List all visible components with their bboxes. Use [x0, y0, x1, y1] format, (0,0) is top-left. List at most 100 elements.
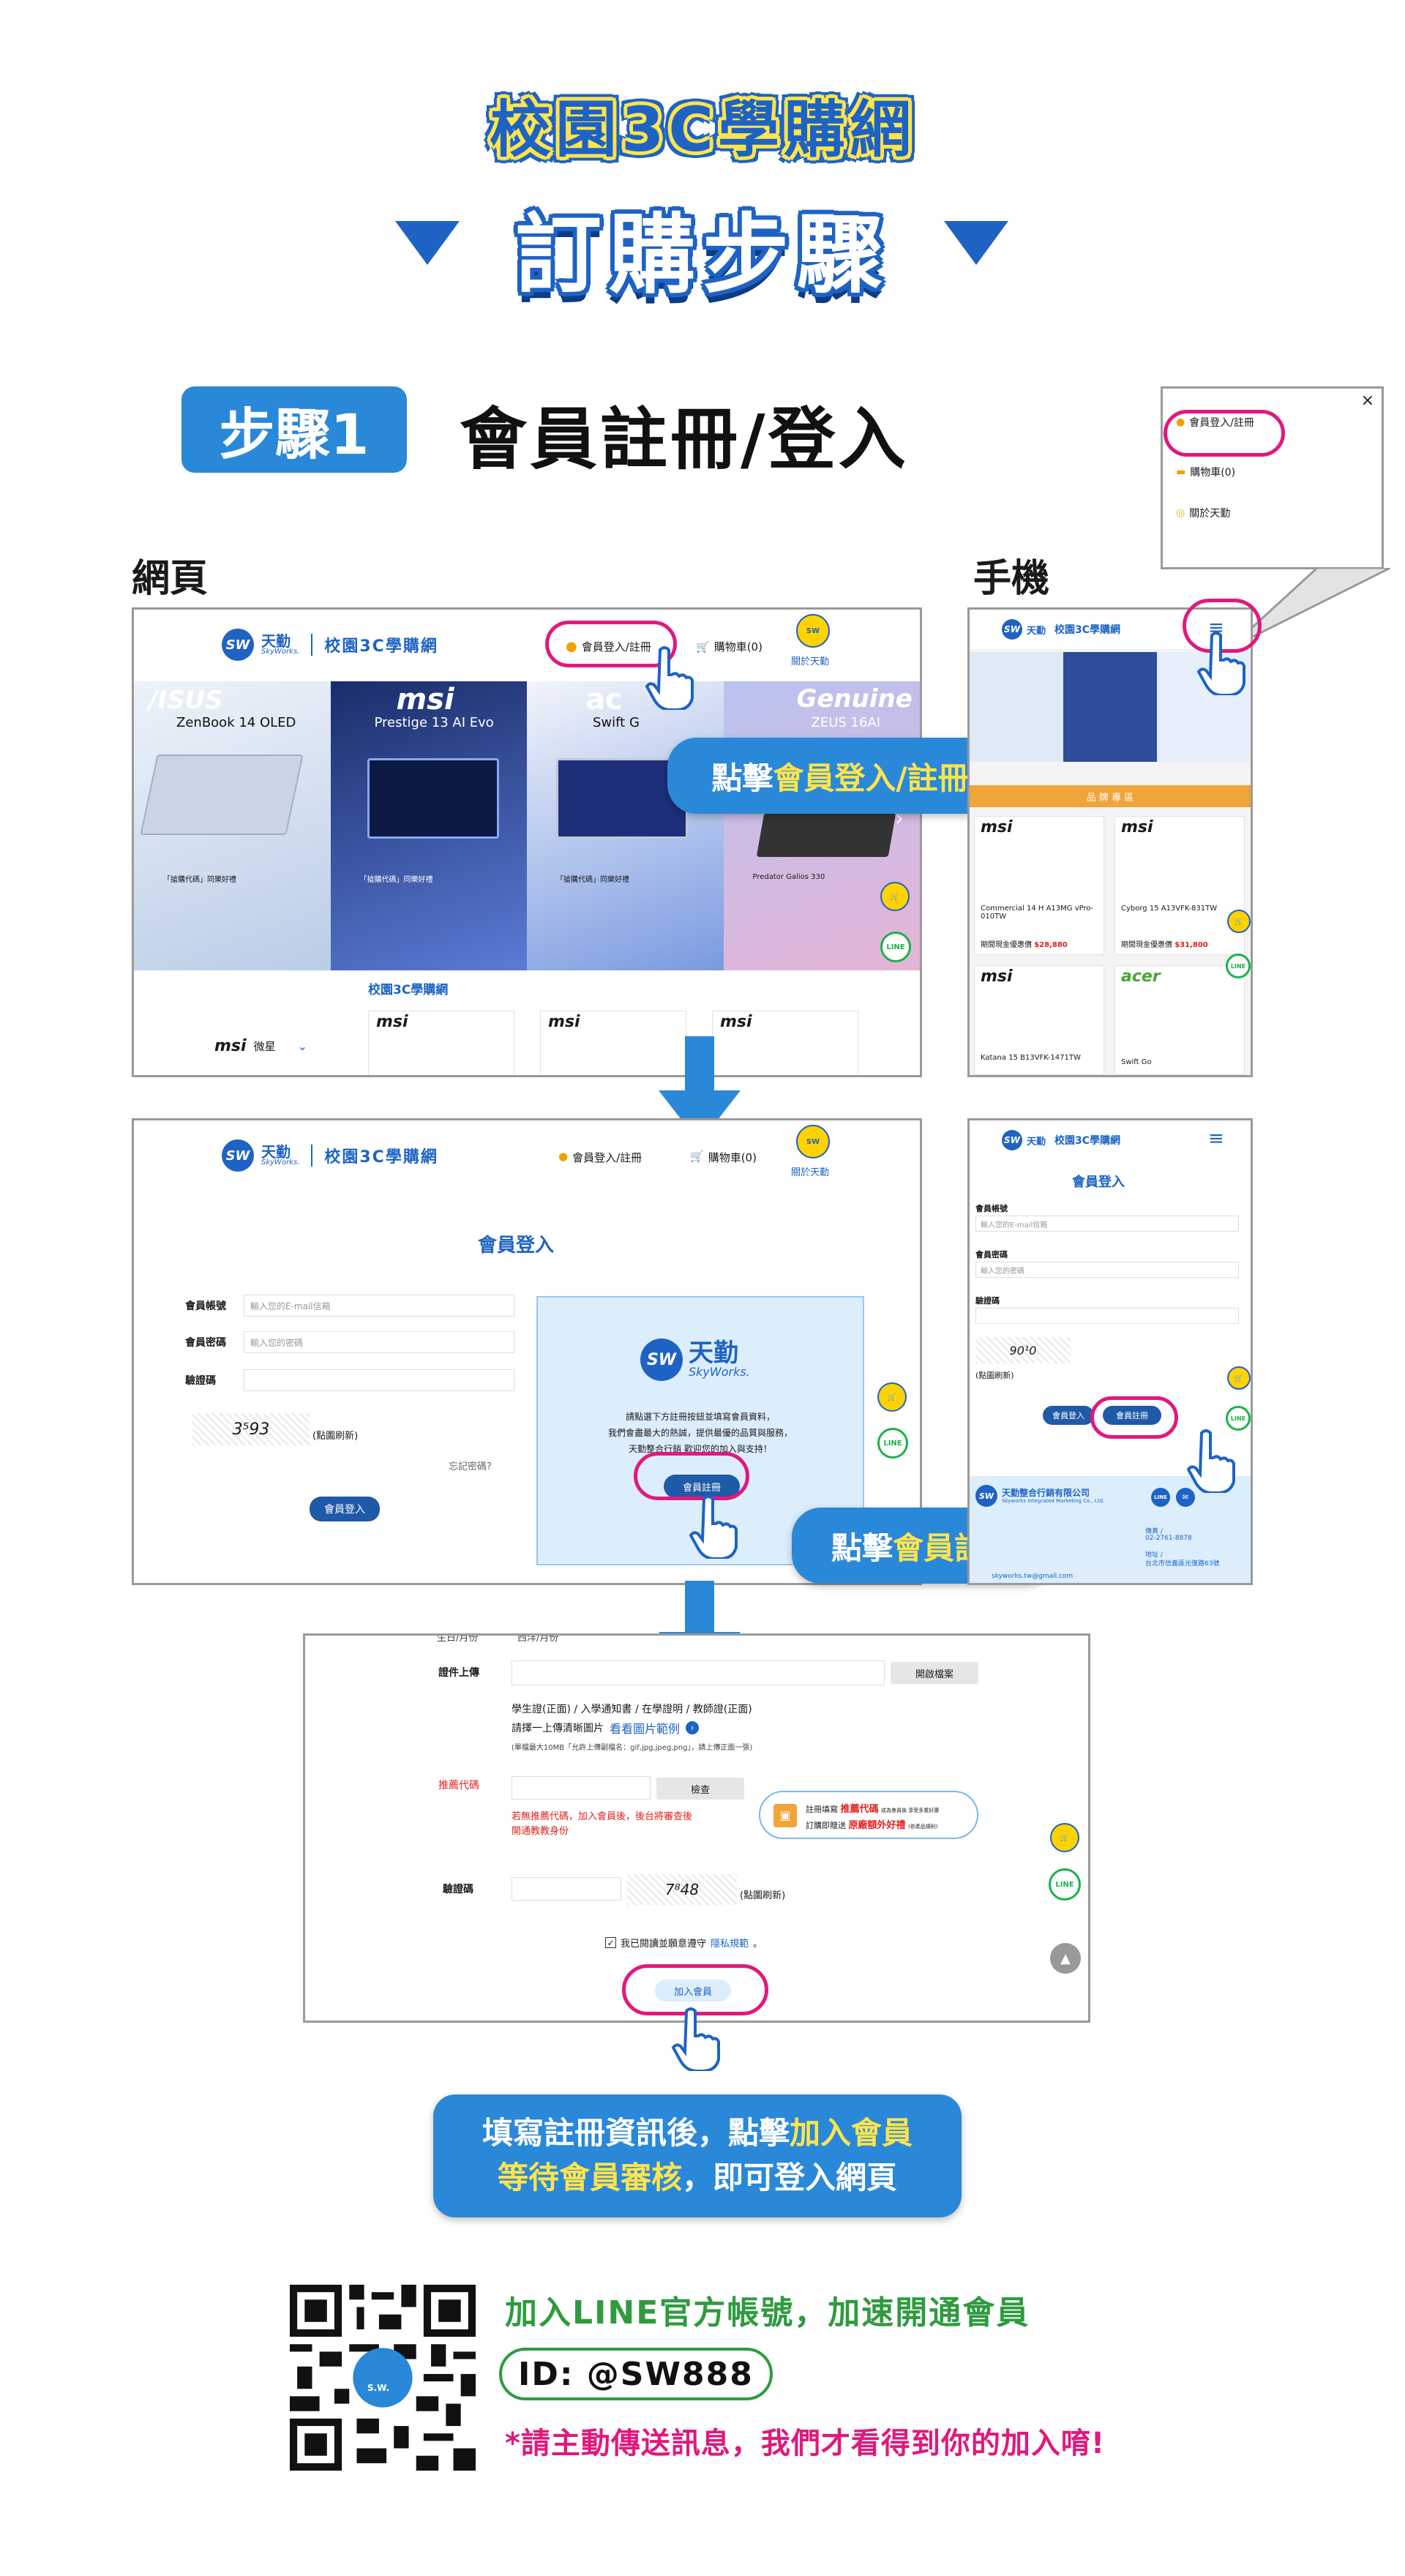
callout-3-text-2: ，即可登入網頁 — [682, 2160, 898, 2195]
arrow-right-circle-icon[interactable]: › — [686, 1721, 700, 1734]
menu-cart-label: 購物車(0) — [1190, 467, 1236, 479]
site-name: 校園3C學購網 — [1054, 1135, 1121, 1147]
site-name[interactable]: 校園3C學購網 — [324, 637, 438, 656]
banner-slide-1[interactable]: /ISUS ZenBook 14 OLED 「搶購代碼」同樂好禮 — [134, 681, 331, 970]
line-float-icon[interactable]: LINE — [1049, 1868, 1081, 1901]
mobile-login-button[interactable]: 會員登入 — [1043, 1406, 1094, 1425]
cart-float-icon[interactable]: 🛒 — [1227, 1366, 1251, 1390]
line-float-icon[interactable]: LINE — [880, 932, 911, 962]
mobile-captcha-refresh[interactable]: (點圖刷新) — [975, 1371, 1014, 1380]
mobile-product-card[interactable]: acer Swift Go — [1114, 965, 1245, 1075]
banner-carousel[interactable]: /ISUS ZenBook 14 OLED 「搶購代碼」同樂好禮 msi Pre… — [134, 681, 920, 970]
menu-item-cart[interactable]: ▬購物車(0) — [1176, 465, 1235, 479]
panel-brand-en: SkyWorks. — [689, 1365, 750, 1379]
captcha-refresh[interactable]: (點圖刷新) — [312, 1431, 359, 1442]
agree-checkbox[interactable]: ✓ — [605, 1937, 616, 1948]
product-model: Cyborg 15 A13VFK-831TW — [1121, 905, 1218, 913]
callout-3-line-1: 填寫註冊資訊後，點擊加入會員 — [482, 2111, 913, 2156]
banner-model-1: ZenBook 14 OLED — [176, 715, 296, 730]
close-icon[interactable]: × — [1360, 392, 1374, 410]
banner-badge-3: 「搶購代碼」同樂好禮 — [556, 876, 629, 884]
browse-button[interactable]: 開啟檔案 — [891, 1662, 978, 1684]
step-title: 會員註冊/登入 — [460, 400, 909, 479]
product-card[interactable]: msi — [540, 1011, 686, 1075]
forgot-password-link[interactable]: 忘記密碼? — [449, 1461, 492, 1472]
product-price-label: 期間現金優惠價 — [1121, 941, 1172, 949]
qr-pattern — [290, 2285, 476, 2471]
header-about-link[interactable]: 關於天勤 — [791, 656, 830, 667]
cart-float-icon[interactable]: 🛒 — [1050, 1823, 1079, 1852]
line-float-icon[interactable]: LINE — [877, 1428, 908, 1459]
mobile-product-card[interactable]: msi Cyborg 15 A13VFK-831TW 期間現金優惠價 $31,8… — [1114, 816, 1245, 955]
banner-badge-4: Predator Galios 330 — [752, 873, 825, 881]
product-card[interactable]: msi — [368, 1011, 514, 1075]
cart-float-icon[interactable]: 🛒 — [880, 882, 910, 911]
captcha-input[interactable] — [244, 1369, 514, 1391]
product-brand: acer — [1121, 967, 1161, 986]
password-input[interactable]: 輸入您的密碼 — [244, 1331, 514, 1353]
cart-float-icon[interactable]: 🛒 — [1227, 910, 1251, 933]
mobile-account-input[interactable]: 輸入您的E-mail信箱 — [975, 1216, 1239, 1232]
cart-float-icon[interactable]: 🛒 — [877, 1382, 907, 1412]
section-title: 校園3C學購網 — [368, 983, 449, 997]
category-bar[interactable]: 品 牌 專 區 — [970, 785, 1251, 807]
captcha-image[interactable]: 3⁵93 — [192, 1413, 310, 1445]
about-badge-icon[interactable]: SW — [796, 614, 830, 648]
line-qr-code[interactable]: S.W. — [290, 2285, 476, 2471]
banner-badge-2: 「搶購代碼」同樂好禮 — [359, 876, 433, 884]
skyworks-logo-icon: SW — [222, 1139, 254, 1172]
cart-icon: 🛒 — [696, 640, 710, 654]
callout-2-text: 點擊 — [831, 1530, 893, 1566]
arrow-down-icon — [659, 1036, 741, 1143]
mobile-product-card[interactable]: msi Katana 15 B13VFK-1471TW — [974, 965, 1104, 1075]
menu-item-about[interactable]: ◎關於天勤 — [1176, 506, 1230, 520]
header-cart-link[interactable]: 🛒 購物車(0) — [696, 639, 763, 654]
footer-line-1: 加入LINE官方帳號，加速開通會員 — [505, 2294, 1030, 2332]
reg-captcha-image[interactable]: 7⁸48 — [627, 1874, 737, 1905]
product-price: $31,800 — [1174, 941, 1208, 949]
scroll-top-icon[interactable]: ▲ — [1050, 1943, 1081, 1974]
callout-3-line-2: 等待會員審核，即可登入網頁 — [498, 2156, 897, 2201]
header-cart-label: 購物車(0) — [713, 640, 763, 654]
skyworks-logo-icon: SW — [1002, 1130, 1022, 1150]
screenshot-web-home: SW 天勤 SkyWorks. 校園3C學購網 ● 會員登入/註冊 🛒 購物車(… — [132, 607, 922, 1077]
site-name[interactable]: 校園3C學購網 — [324, 1148, 438, 1167]
view-example-link[interactable]: 看看圖片範例 — [610, 1722, 681, 1736]
header-cart-link[interactable]: 🛒購物車(0) — [690, 1150, 757, 1165]
line-float-icon[interactable]: LINE — [1226, 1406, 1251, 1431]
reg-captcha-refresh[interactable]: (點圖刷新) — [740, 1890, 786, 1901]
login-button[interactable]: 會員登入 — [310, 1497, 380, 1521]
brand-cn: 天勤 — [261, 1143, 291, 1161]
header-about-link[interactable]: 關於天勤 — [791, 1167, 830, 1178]
hamburger-menu-icon[interactable]: ≡ — [1208, 1128, 1224, 1150]
footer-line-id[interactable]: ID: @SW888 — [499, 2348, 773, 2400]
line-icon[interactable]: LINE — [1151, 1488, 1170, 1507]
mobile-password-input[interactable]: 輸入您的密碼 — [975, 1262, 1239, 1278]
brand-menu-msi[interactable]: msi 微星 ⌄ — [214, 1037, 307, 1055]
panel-text-2: 我們會盡最大的熱誠，提供最優的品質與服務， — [607, 1428, 793, 1438]
mobile-product-card[interactable]: msi Commercial 14 H A13MG vPro-010TW 期間現… — [974, 816, 1104, 955]
banner-slide-2[interactable]: msi Prestige 13 AI Evo 「搶購代碼」同樂好禮 — [330, 681, 527, 970]
footer-addr-label: 地址 / — [1145, 1551, 1163, 1559]
product-card[interactable]: msi — [712, 1011, 858, 1075]
register-panel: SW 天勤 SkyWorks. 請點選下方註冊按鈕並填寫會員資料， 我們會盡最大… — [536, 1296, 864, 1565]
mail-icon[interactable]: ✉ — [1176, 1488, 1195, 1507]
check-button[interactable]: 檢查 — [656, 1778, 744, 1800]
banner-slide-4[interactable]: Genuine ZEUS 16AI Predator Galios 330 — [723, 681, 920, 970]
about-badge-icon[interactable]: SW — [796, 1125, 830, 1158]
referral-input[interactable] — [512, 1776, 651, 1800]
mobile-captcha-image[interactable]: 90¹0 — [975, 1337, 1071, 1363]
header-login-link[interactable]: ●會員登入/註冊 — [558, 1150, 642, 1165]
laptop-image — [140, 755, 304, 835]
reg-captcha-input[interactable] — [512, 1877, 621, 1901]
join-button[interactable]: 加入會員 — [655, 1980, 731, 2002]
privacy-link[interactable]: 隱私規範 — [711, 1939, 749, 1950]
file-input[interactable] — [512, 1660, 885, 1685]
promo-gift: 原廠額外好禮 — [848, 1820, 906, 1831]
line-float-icon[interactable]: LINE — [1226, 954, 1251, 978]
account-input[interactable]: 輸入您的E-mail信箱 — [244, 1295, 514, 1317]
callout-3-highlight-2: 等待會員審核 — [497, 2160, 682, 2195]
banner-slide-3[interactable]: ac Swift G 「搶購代碼」同樂好禮 — [527, 681, 724, 970]
footer-email[interactable]: skyworks.tw@gmail.com — [992, 1573, 1074, 1580]
mobile-captcha-input[interactable] — [975, 1308, 1239, 1324]
